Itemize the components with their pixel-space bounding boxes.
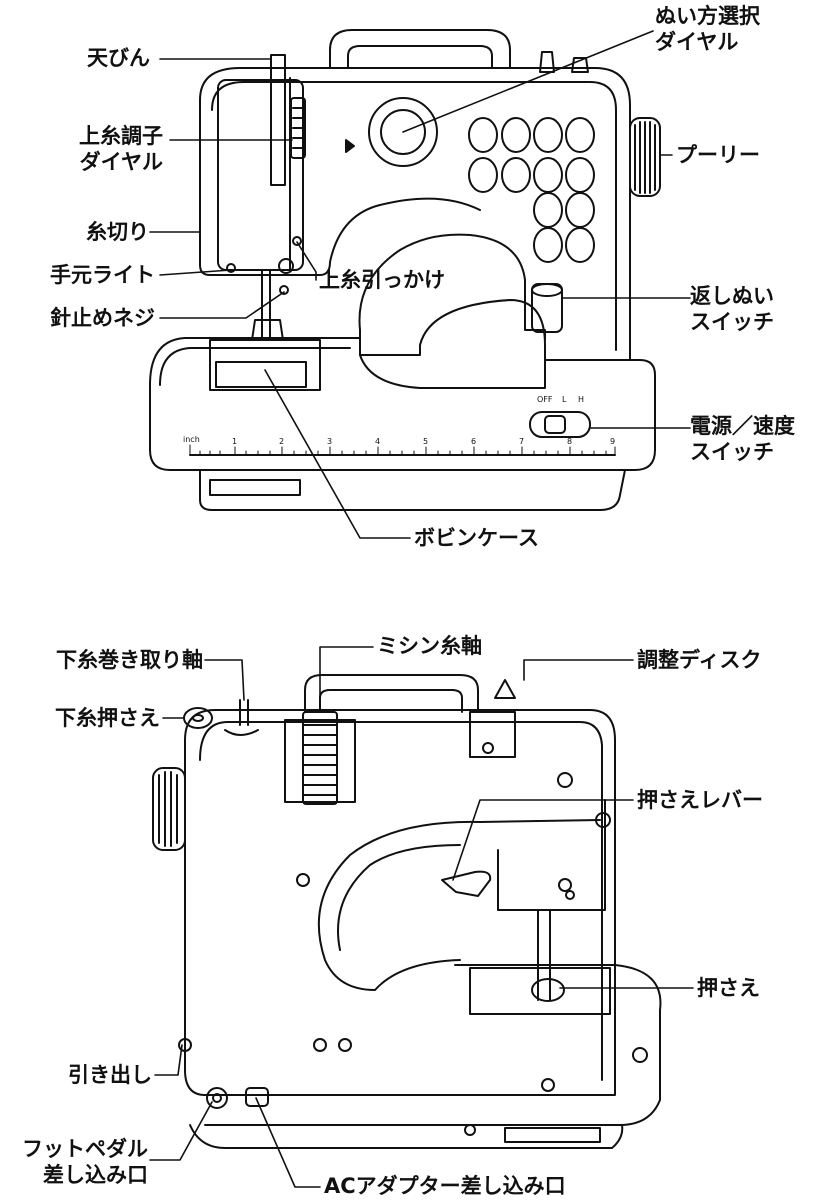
label-line: 返しぬい: [690, 284, 774, 308]
label-reverse-stitch-switch: 返しぬい スイッチ: [690, 283, 774, 335]
label-line: 上糸調子: [79, 124, 163, 148]
reverse-button: [531, 283, 563, 333]
label-upper-tension-dial: 上糸調子 ダイヤル: [79, 123, 163, 175]
label-spool-pin: ミシン糸軸: [377, 634, 482, 658]
leader-lines: [149, 30, 694, 1188]
bobbin-thread-guide: [183, 707, 213, 729]
ruler-number: 4: [375, 437, 380, 446]
ruler-number: 2: [279, 437, 284, 446]
pulley-wheel: [629, 117, 661, 197]
bobbin-cover: [215, 361, 307, 388]
ac-adapter-port: [245, 1087, 269, 1107]
drawer: [189, 1124, 624, 1149]
label-foot-pedal-port: フットペダル 差し込み口: [22, 1136, 148, 1188]
take-up-lever: [270, 54, 286, 186]
switch-high-mark: H: [578, 395, 584, 404]
label-line: スイッチ: [690, 440, 774, 464]
ruler-number: 7: [519, 437, 524, 446]
presser-lever: [441, 870, 492, 897]
label-thread-cutter: 糸切り: [86, 220, 149, 244]
label-ac-adapter-port: ACアダプター差し込み口: [324, 1174, 566, 1198]
label-bobbin-winder-shaft: 下糸巻き取り軸: [56, 648, 203, 672]
back-needle-plate: [469, 967, 611, 1015]
label-stitch-selector-dial: ぬい方選択 ダイヤル: [655, 3, 760, 55]
back-carry-handle: [304, 674, 479, 713]
label-line: 差し込み口: [43, 1163, 148, 1187]
label-presser-foot: 押さえ: [697, 976, 760, 1000]
ruler-number: 9: [610, 437, 615, 446]
back-arm-body: [184, 709, 616, 1096]
power-speed-switch: [529, 411, 591, 438]
ruler-number: 3: [327, 437, 332, 446]
bobbin-winder: [239, 699, 249, 726]
label-line: 電源／速度: [690, 414, 795, 438]
label-drawer: 引き出し: [68, 1063, 152, 1087]
back-bed: [204, 964, 662, 1126]
tension-dial: [290, 97, 306, 159]
label-line: ダイヤル: [655, 30, 739, 54]
label-pulley: プーリー: [676, 143, 760, 167]
ruler-numbers: 1 2 3 4 5 6 7 8 9: [232, 437, 615, 446]
label-presser-lever: 押さえレバー: [637, 788, 763, 812]
label-line: ぬい方選択: [655, 4, 760, 28]
label-upper-thread-guide: 上糸引っかけ: [319, 268, 445, 292]
switch-off-mark: OFF: [537, 395, 553, 404]
label-needle-clamp-screw: 針止めネジ: [50, 306, 155, 330]
needle-head: [217, 79, 304, 271]
machine-bed: [149, 337, 656, 471]
label-adjustment-disk: 調整ディスク: [637, 648, 762, 672]
arm-opening: [317, 819, 601, 991]
machine-arm-body: [199, 67, 631, 361]
stitch-selector-dial: [368, 97, 438, 167]
label-line: ダイヤル: [79, 150, 163, 174]
ruler-number: 6: [471, 437, 476, 446]
label-power-speed-switch: 電源／速度 スイッチ: [690, 413, 795, 465]
adjustment-disk: [494, 679, 516, 699]
back-view-machine: [152, 674, 662, 1149]
switch-low-mark: L: [562, 395, 567, 404]
ruler-unit-label: inch: [183, 435, 200, 444]
machine-base: [199, 469, 626, 511]
stitch-pattern-chart: [468, 117, 595, 263]
label-bobbin-case: ボビンケース: [414, 526, 539, 550]
spool-pin-housing: [284, 719, 356, 803]
label-bobbin-thread-guide: 下糸押さえ: [55, 706, 160, 730]
carry-handle: [329, 29, 511, 69]
ruler-number: 5: [423, 437, 428, 446]
label-work-light: 手元ライト: [50, 263, 155, 287]
back-pulley-wheel: [152, 767, 186, 851]
foot-pedal-port: [206, 1087, 228, 1109]
label-line: フットペダル: [22, 1137, 148, 1161]
ruler-number: 1: [232, 437, 237, 446]
label-take-up-lever: 天びん: [87, 46, 150, 70]
ruler-number: 8: [567, 437, 572, 446]
label-line: スイッチ: [690, 310, 774, 334]
